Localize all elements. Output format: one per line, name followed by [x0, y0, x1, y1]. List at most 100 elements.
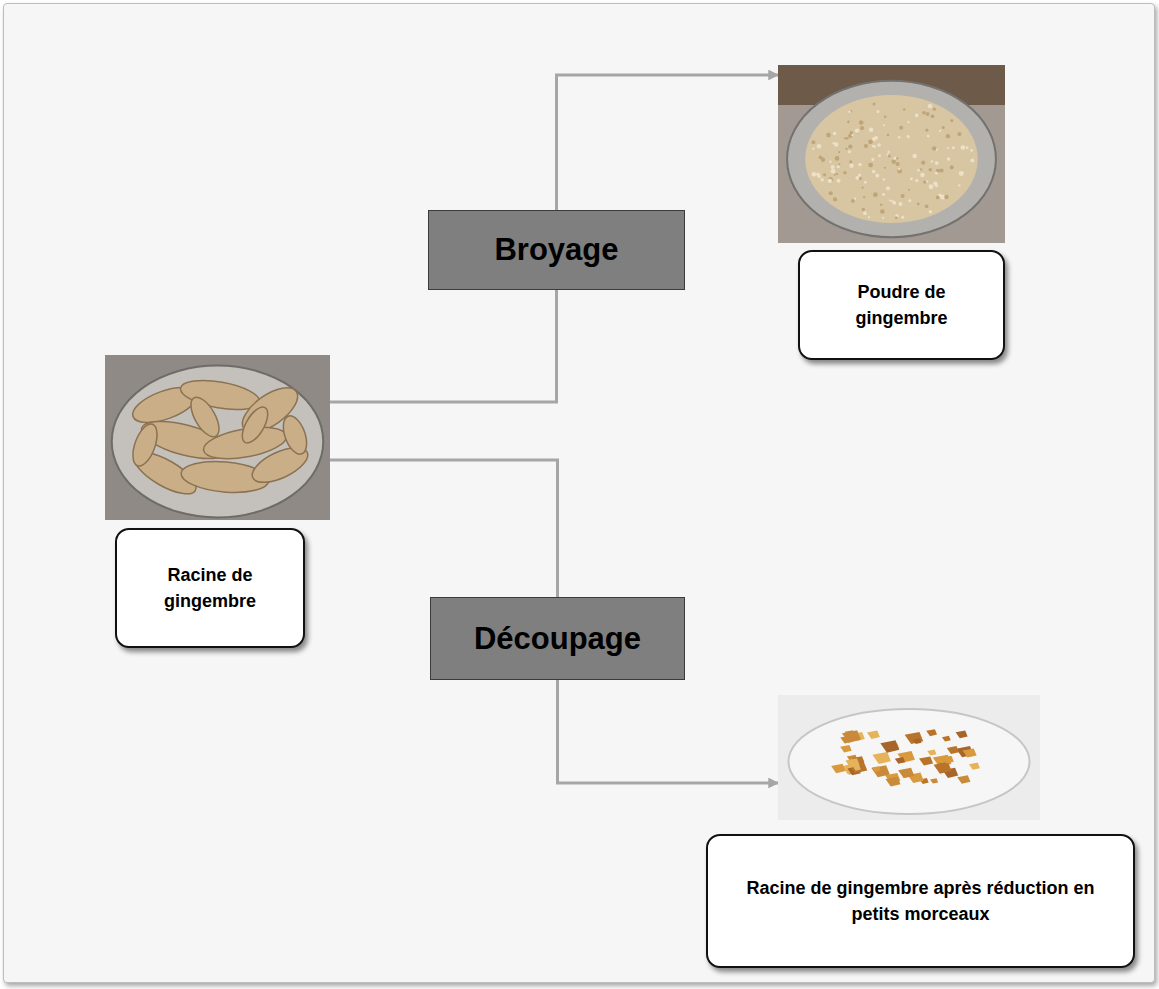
powder-grain — [970, 158, 974, 162]
powder-grain — [848, 144, 852, 148]
powder-grain — [950, 119, 953, 122]
powder-grain — [931, 160, 933, 162]
powder-grain — [868, 139, 873, 144]
powder-grain — [935, 172, 938, 175]
ginger-root — [279, 413, 311, 457]
ginger-piece — [867, 731, 880, 739]
powder-grain — [844, 137, 846, 139]
powder-grain — [896, 157, 898, 159]
powder-grain — [917, 203, 920, 206]
powder-grain — [872, 145, 874, 147]
powder-grain — [925, 129, 928, 132]
powder-grain — [838, 151, 840, 153]
powder-grain — [933, 108, 936, 111]
ingredient-photo — [778, 65, 1005, 243]
powder-grain — [811, 140, 815, 144]
powder-grain — [837, 165, 840, 168]
powder-grain — [829, 161, 831, 163]
powder-grain — [869, 128, 873, 132]
powder-grain — [886, 154, 888, 156]
metal-bowl — [787, 81, 996, 238]
powder-grain — [882, 217, 884, 219]
powder-grain — [843, 171, 847, 175]
powder-grain — [868, 216, 870, 218]
powder-grain — [925, 204, 929, 208]
powder-grain — [888, 151, 890, 153]
ginger-piece — [872, 752, 891, 764]
powder-grain — [883, 124, 885, 126]
powder-grain — [899, 126, 903, 130]
powder-grain — [947, 157, 950, 160]
ginger-piece — [927, 750, 936, 756]
connector-line — [330, 290, 557, 402]
powder-grain — [818, 175, 821, 178]
powder-grain — [958, 184, 960, 186]
powder-grain — [942, 126, 945, 129]
powder-grain — [864, 144, 868, 148]
powder-grain — [855, 128, 860, 133]
caption-box: Poudre de gingembre — [798, 250, 1005, 360]
photo-node: Racine de gingembre — [105, 355, 330, 648]
powder-grain — [834, 174, 836, 176]
powder-grain — [823, 173, 826, 176]
powder-grain — [928, 104, 932, 108]
powder-grain — [932, 146, 937, 151]
powder-grain — [929, 210, 932, 213]
ginger-piece — [934, 762, 952, 774]
powder-grain — [851, 199, 855, 203]
powder-grain — [873, 192, 878, 197]
powder-grain — [868, 163, 873, 168]
powder-grain — [884, 167, 886, 169]
ginger-piece — [956, 730, 968, 738]
process-box: Découpage — [430, 597, 685, 680]
ginger-powder — [805, 95, 978, 223]
powder-grain — [895, 216, 898, 219]
metal-bowl — [112, 366, 324, 518]
powder-grain — [880, 209, 885, 214]
powder-grain — [845, 148, 847, 150]
powder-grain — [872, 137, 876, 141]
powder-grain — [818, 155, 822, 159]
ginger-root — [128, 421, 162, 469]
powder-grain — [828, 179, 832, 183]
powder-grain — [970, 149, 973, 152]
powder-grain — [872, 102, 875, 105]
powder-grain — [929, 168, 932, 171]
powder-grain — [858, 174, 861, 177]
caption-label: Racine de gingembre après réduction en p… — [720, 875, 1121, 927]
ginger-piece — [880, 740, 899, 752]
powder-grain — [872, 170, 876, 174]
powder-grain — [880, 203, 882, 205]
powder-grain — [883, 178, 885, 180]
powder-grain — [831, 165, 835, 169]
ingredient-photo — [105, 355, 330, 520]
powder-grain — [889, 200, 891, 202]
powder-grain — [863, 196, 865, 198]
connector-line — [330, 460, 558, 597]
caption-label: Racine de gingembre — [129, 562, 291, 614]
ginger-piece — [831, 764, 845, 773]
powder-grain — [888, 155, 891, 158]
powder-grain — [957, 132, 961, 136]
powder-grain — [847, 121, 850, 124]
powder-grain — [833, 132, 836, 135]
ginger-root — [237, 403, 273, 447]
powder-grain — [908, 189, 910, 191]
ginger-piece — [845, 758, 859, 767]
ginger-piece — [905, 732, 924, 744]
powder-grain — [838, 163, 840, 165]
ginger-root — [185, 393, 224, 441]
powder-grain — [917, 169, 919, 171]
process-box: Broyage — [428, 210, 685, 290]
powder-grain — [849, 160, 852, 163]
powder-grain — [931, 114, 935, 118]
powder-grain — [887, 134, 889, 136]
powder-grain — [891, 160, 896, 165]
ginger-piece — [969, 763, 980, 770]
powder-grain — [834, 142, 838, 146]
powder-grain — [952, 146, 955, 149]
powder-grain — [910, 177, 913, 180]
photo-node: Racine de gingembre après réduction en p… — [706, 695, 1135, 968]
ginger-piece — [942, 736, 951, 742]
